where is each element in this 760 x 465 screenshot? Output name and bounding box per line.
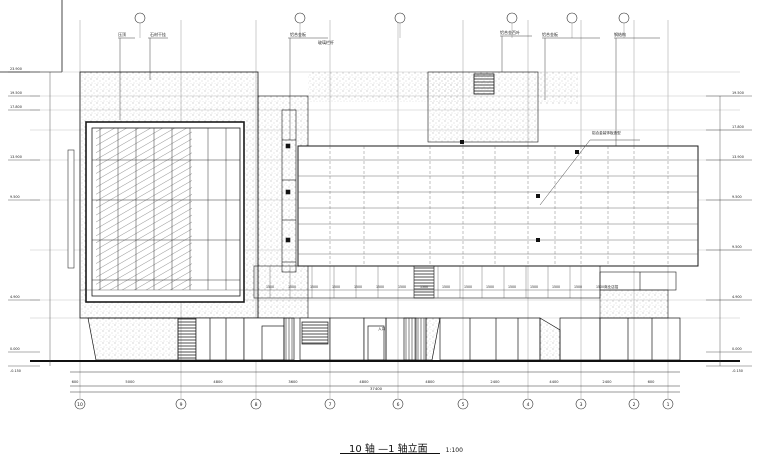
axis-bubble [175,398,187,410]
level-left-5: 9.500 [10,195,20,199]
level-left-2: 19.500 [10,91,22,95]
level-left-4: 13.900 [10,155,22,159]
axis-bubble [74,398,86,410]
axis-bubble [628,398,640,410]
axis-label: 3 [580,402,583,408]
callout-signage: 铝合金装饰板造型 [592,130,621,135]
middle-facade [281,109,297,273]
level-right-7: 0.000 [732,347,742,351]
axis-label: 10 [77,402,83,408]
callout-louver: 铝合金百叶 [500,29,520,35]
dim-segment: 4800 [425,380,435,384]
mid-dim-segment: 1500 [266,285,274,289]
level-left-3: 17.800 [10,105,22,109]
mid-dim-segment: 1500 [398,285,406,289]
axis-label: 4 [527,402,530,408]
alum-panel-facade: 铝合金装饰板造型 [297,130,699,267]
axis-label: 7 [329,402,332,408]
dim-segment: 2400 [602,380,612,384]
axis-bubble [457,398,469,410]
level-left-1: 23.900 [10,67,22,71]
level-right-6: 4.900 [732,295,742,299]
level-right-3: 13.900 [732,155,744,159]
mid-dim-segment: 1500 [574,285,582,289]
ground-floor: 入口 [87,317,681,361]
dim-segment: 3600 [288,380,298,384]
bottom-dim-lines [70,371,680,393]
dim-total: 37400 [370,386,383,391]
drawing-title: 10 轴 —1 轴立面 1:100 [349,440,463,455]
axis-label: 5 [462,402,465,408]
callout-dry-stone: 石材干挂 [150,31,166,37]
callout-glass-rail: 玻璃栏杆 [318,39,334,45]
level-right-5: 9.500 [732,245,742,249]
axis-label: 6 [397,402,400,408]
top-callout-texts: 压顶 石材干挂 铝合金板 玻璃栏杆 铝合金百叶 铝合金板 钢结构 [118,29,626,45]
level-left-7: 0.000 [10,347,20,351]
dim-segment: 2400 [490,380,500,384]
level-right-8: -0.150 [732,369,743,373]
mid-dim-segment: 1500 [376,285,384,289]
level-right-2: 17.800 [732,125,744,129]
dim-segment: 4800 [359,380,369,384]
title-main: 10 轴 —1 轴立面 [349,444,428,455]
right-levels: 19.500 17.800 13.900 9.500 9.500 4.900 0… [706,91,752,373]
callout-steel: 钢结构 [614,31,626,37]
level-left-6: 4.900 [10,295,20,299]
mid-dim-segment: 1500 [442,285,450,289]
mid-dim-texts: 1500 1500 1500 1500 1500 1500 1500 1500 1500 1500… [266,285,604,289]
axis-label: 8 [255,402,258,408]
dim-segment: 5000 [125,380,135,384]
axis-bubble [392,398,404,410]
axis-bubble [575,398,587,410]
mid-dim-segment: 1500 [596,285,604,289]
dim-segment: 600 [72,380,80,384]
mid-dim-segment: 1500 [486,285,494,289]
top-louver [473,73,495,95]
mid-dim-segment: 1500 [310,285,318,289]
axis-bubble [250,398,262,410]
mid-dim-segment: 1500 [530,285,538,289]
callout-alum-left: 铝合金板 [290,31,306,37]
axis-bubble [324,398,336,410]
dim-segment: 4800 [213,380,223,384]
bottom-dim-texts: 600 5000 4800 3600 4800 4800 2400 4400 2400 600 [72,380,656,384]
callout-shop-sign: 商业店招 [604,284,619,289]
callout-entrance: 入口 [378,326,386,331]
axis-bubble [522,398,534,410]
mid-dim-segment: 1500 [288,285,296,289]
mid-dim-segment: 1500 [420,285,428,289]
mid-dim-segment: 1500 [508,285,516,289]
left-levels: 23.900 19.500 17.800 13.900 9.500 4.900 … [8,67,51,373]
callout-alum-mid: 铝合金板 [542,31,558,37]
axis-label: 1 [667,402,670,408]
left-fin [67,149,75,269]
axis-bubbles: 10 9 8 7 6 5 4 3 2 1 [74,398,674,410]
title-scale: 1:100 [445,447,463,454]
left-glass-feature [85,121,245,303]
dim-segment: 600 [648,380,656,384]
top-axis-bubbles [134,12,630,38]
mid-dim-segment: 1500 [354,285,362,289]
axis-bubble [662,398,674,410]
title-underline [340,453,440,454]
mid-dim-segment: 1500 [332,285,340,289]
level-right-4: 9.500 [732,195,742,199]
axis-label: 2 [633,402,636,408]
axis-label: 9 [180,402,183,408]
mid-dim-segment: 1500 [552,285,560,289]
left-frame [0,0,63,73]
level-right-1: 19.500 [732,91,744,95]
dim-segment: 4400 [549,380,559,384]
level-left-8: -0.150 [10,369,21,373]
callout-cap: 压顶 [118,32,126,37]
mid-dim-segment: 1500 [464,285,472,289]
